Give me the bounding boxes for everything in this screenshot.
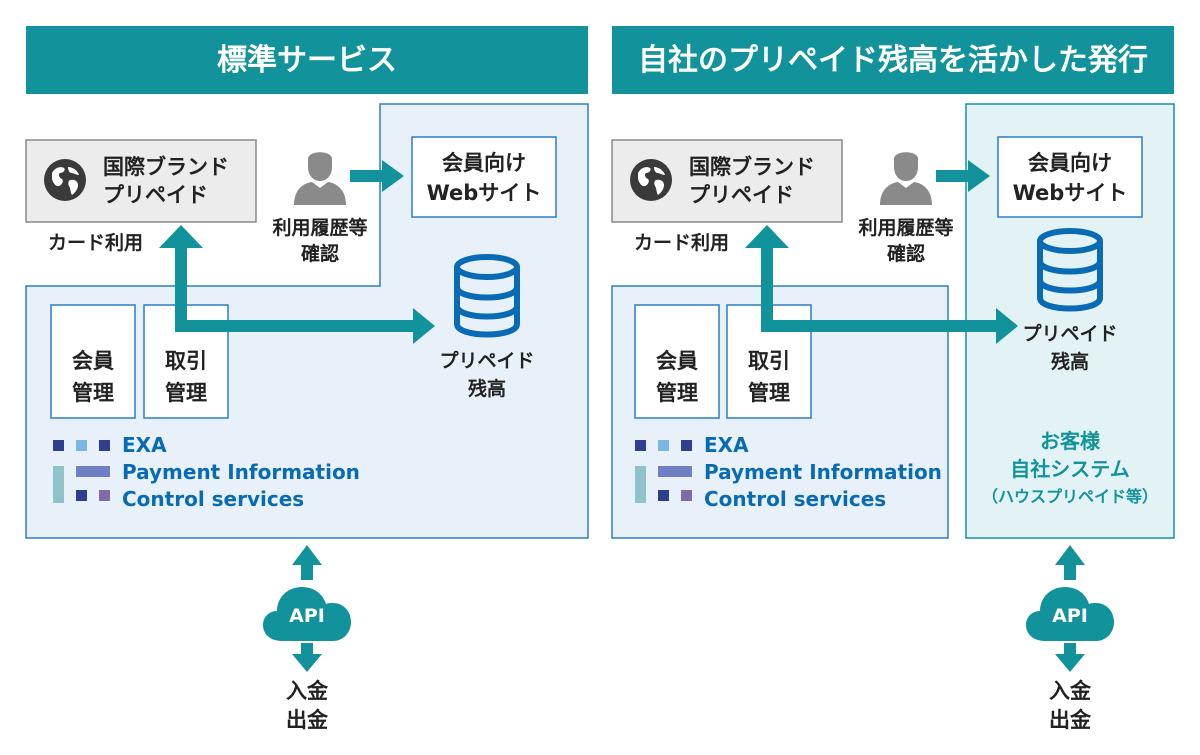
right-website-label-2: Webサイト <box>1013 181 1128 205</box>
left-exa-title: EXA <box>122 433 167 457</box>
user-icon <box>880 152 932 205</box>
globe-icon <box>44 159 86 201</box>
right-api-up-arrow <box>1055 545 1085 580</box>
exa-logo <box>635 440 692 503</box>
right-header-bar <box>612 26 1174 94</box>
right-history-label-2: 確認 <box>887 242 925 265</box>
left-txn-mgmt-label-1: 取引 <box>165 349 207 373</box>
left-txn-mgmt-label-2: 管理 <box>165 381 207 405</box>
right-card-balance-arrow <box>745 225 1018 344</box>
right-member-mgmt-label-2: 管理 <box>656 381 698 405</box>
right-cash-label-1: 入金 <box>1049 679 1092 703</box>
right-txn-mgmt-label-1: 取引 <box>748 349 790 373</box>
left-website-box <box>411 136 557 218</box>
left-brand-label-1: 国際ブランド <box>103 155 229 179</box>
exa-logo <box>53 440 110 503</box>
right-api-label: API <box>1052 605 1088 627</box>
left-member-mgmt-box <box>50 304 136 419</box>
left-website-label-1: 会員向け <box>442 151 526 175</box>
right-customer-system-label-1: お客様 <box>1040 429 1101 453</box>
right-card-use-label: カード利用 <box>634 232 729 254</box>
left-arrow-to-website-head <box>382 160 404 192</box>
right-balance-label-2: 残高 <box>1051 350 1089 373</box>
right-exa-subtitle-1: Payment Information <box>704 460 942 484</box>
left-cash-label-1: 入金 <box>286 679 329 703</box>
left-member-mgmt-label-1: 会員 <box>72 349 114 373</box>
right-member-mgmt-box <box>634 304 720 419</box>
right-brand-label-1: 国際ブランド <box>689 155 815 179</box>
left-cash-label-2: 出金 <box>286 708 329 732</box>
left-arrow-to-website-shaft <box>350 170 384 182</box>
right-cash-label-2: 出金 <box>1049 708 1092 732</box>
right-diagram: 自社のプリペイド残高を活かした発行 国際ブランド プリペイド カード利用 利用履… <box>611 26 1175 732</box>
left-api-down-arrow <box>292 643 322 672</box>
right-brand-label-2: プリペイド <box>689 183 794 207</box>
right-balance-label-1: プリペイド <box>1022 322 1117 345</box>
left-card-use-label: カード利用 <box>48 232 143 254</box>
right-customer-system-label-2: 自社システム <box>1010 457 1129 481</box>
right-exa-title: EXA <box>704 433 749 457</box>
right-website-box <box>997 136 1143 218</box>
right-header-title: 自社のプリペイド残高を活かした発行 <box>638 43 1148 78</box>
left-history-label-2: 確認 <box>301 242 339 265</box>
right-customer-system-label-3: （ハウスプリペイド等） <box>982 487 1158 506</box>
right-website-label-1: 会員向け <box>1028 151 1112 175</box>
left-header-bar <box>26 26 588 94</box>
right-arrow-to-website-shaft <box>936 170 970 182</box>
left-member-mgmt-label-2: 管理 <box>72 381 114 405</box>
left-exa-subtitle-2: Control services <box>122 487 304 511</box>
left-balance-label-1: プリペイド <box>439 349 534 372</box>
user-icon <box>294 152 346 205</box>
left-history-label-1: 利用履歴等 <box>272 216 367 239</box>
right-exa-subtitle-2: Control services <box>704 487 886 511</box>
left-card-balance-arrow <box>159 225 435 344</box>
left-balance-label-2: 残高 <box>468 377 506 400</box>
left-brand-label-2: プリペイド <box>103 183 208 207</box>
left-api-label: API <box>289 605 325 627</box>
right-arrow-to-website-head <box>968 160 990 192</box>
right-txn-mgmt-label-2: 管理 <box>748 381 790 405</box>
left-diagram: 標準サービス 国際ブランド プリペイド カード利用 利用履歴等 確認 会員向け … <box>25 26 589 732</box>
globe-icon <box>630 159 672 201</box>
right-member-mgmt-label-1: 会員 <box>656 349 698 373</box>
left-api-up-arrow <box>292 545 322 580</box>
right-api-down-arrow <box>1055 643 1085 672</box>
right-history-label-1: 利用履歴等 <box>858 216 953 239</box>
left-website-label-2: Webサイト <box>427 181 542 205</box>
left-exa-subtitle-1: Payment Information <box>122 460 360 484</box>
left-header-title: 標準サービス <box>217 43 397 78</box>
